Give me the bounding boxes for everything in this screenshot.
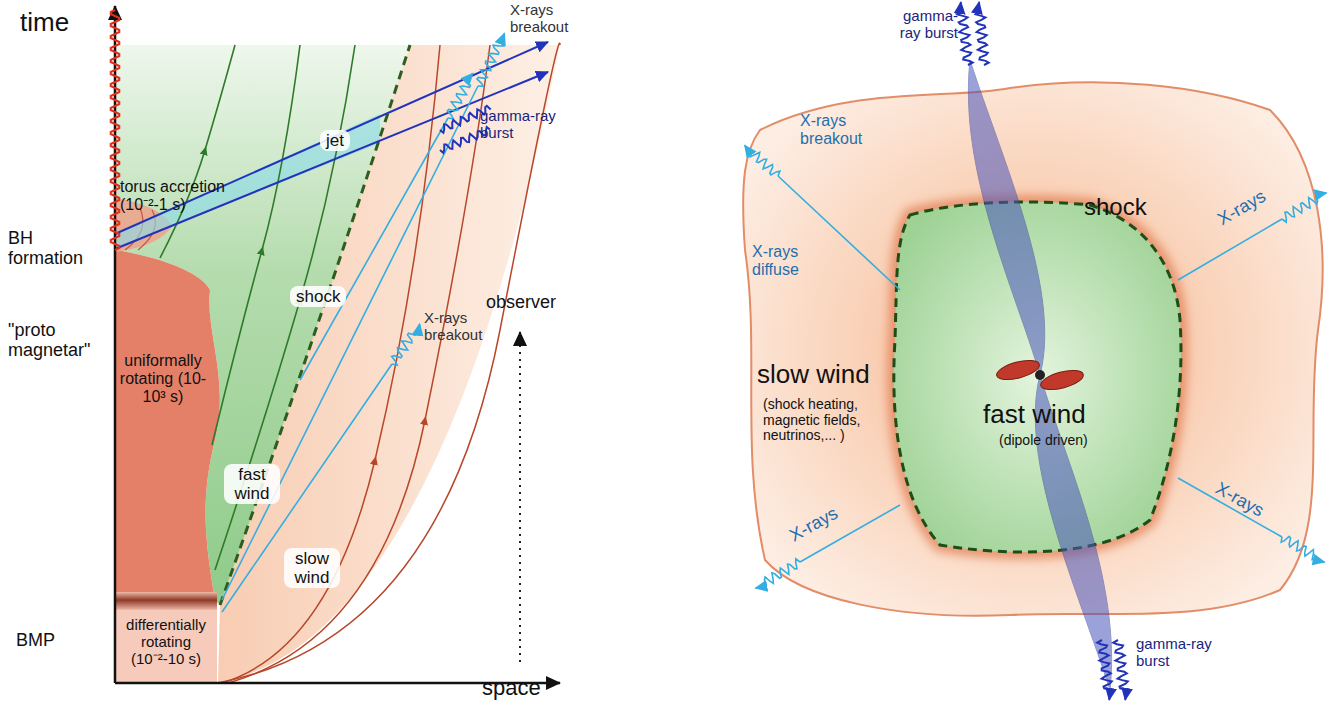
region-tag: fast wind [224, 464, 280, 504]
wave-stroke [745, 145, 780, 176]
region-label: differentially rotating (10⁻²-10 s) [116, 617, 216, 667]
wave-stroke [447, 73, 473, 118]
region-label: torus accretion (10⁻²-1 s) [120, 178, 230, 214]
text-label: "proto magnetar" [8, 320, 103, 360]
wave-stroke [111, 10, 120, 250]
text-label: shock [1084, 194, 1147, 221]
wave-stroke [1282, 193, 1327, 222]
text-label: X-rays diffuse [752, 243, 832, 279]
text-label: gamma-ray burst [1136, 636, 1216, 670]
text-label: gamma-ray burst [480, 108, 560, 142]
text-label: X-rays breakout [424, 310, 488, 344]
region-label: slow wind [757, 360, 870, 389]
text-label: BH formation [8, 228, 103, 268]
region-tag: jet [320, 130, 350, 151]
region-note: (dipole driven) [999, 433, 1088, 449]
wave-stroke [755, 559, 800, 588]
text-label: gamma-ray burst [888, 8, 958, 42]
region-label: uniformally rotating (10-10³ s) [118, 352, 208, 406]
region-tag: shock [290, 286, 346, 307]
wave-stroke [976, 2, 989, 65]
wave-stroke [957, 2, 972, 65]
region-node: uniformally rotating (10-10³ s) [118, 352, 208, 406]
text-label: X-rays breakout [510, 2, 574, 36]
region-node: torus accretion (10⁻²-1 s) [120, 178, 230, 214]
region-node: differentially rotating (10⁻²-10 s) [116, 617, 216, 668]
text-label: time [20, 8, 69, 37]
region-node: slow wind (shock heating, magnetic fields… [745, 85, 1335, 620]
text-label: X-rays breakout [800, 112, 880, 148]
region-tag: slow wind [284, 548, 340, 588]
text-label: observer [486, 292, 556, 312]
text-label: space [482, 676, 541, 701]
wave-stroke [1281, 536, 1324, 562]
region-note: (shock heating, magnetic fields, neutrin… [763, 397, 881, 444]
wave-stroke [1113, 640, 1128, 700]
region-label: fast wind [983, 400, 1086, 429]
wave-stroke [1097, 640, 1112, 700]
region-node: fast wind (dipole driven) [895, 200, 1185, 555]
wave-stroke [477, 33, 505, 86]
text-label: BMP [16, 630, 55, 650]
wave-stroke [392, 324, 420, 365]
